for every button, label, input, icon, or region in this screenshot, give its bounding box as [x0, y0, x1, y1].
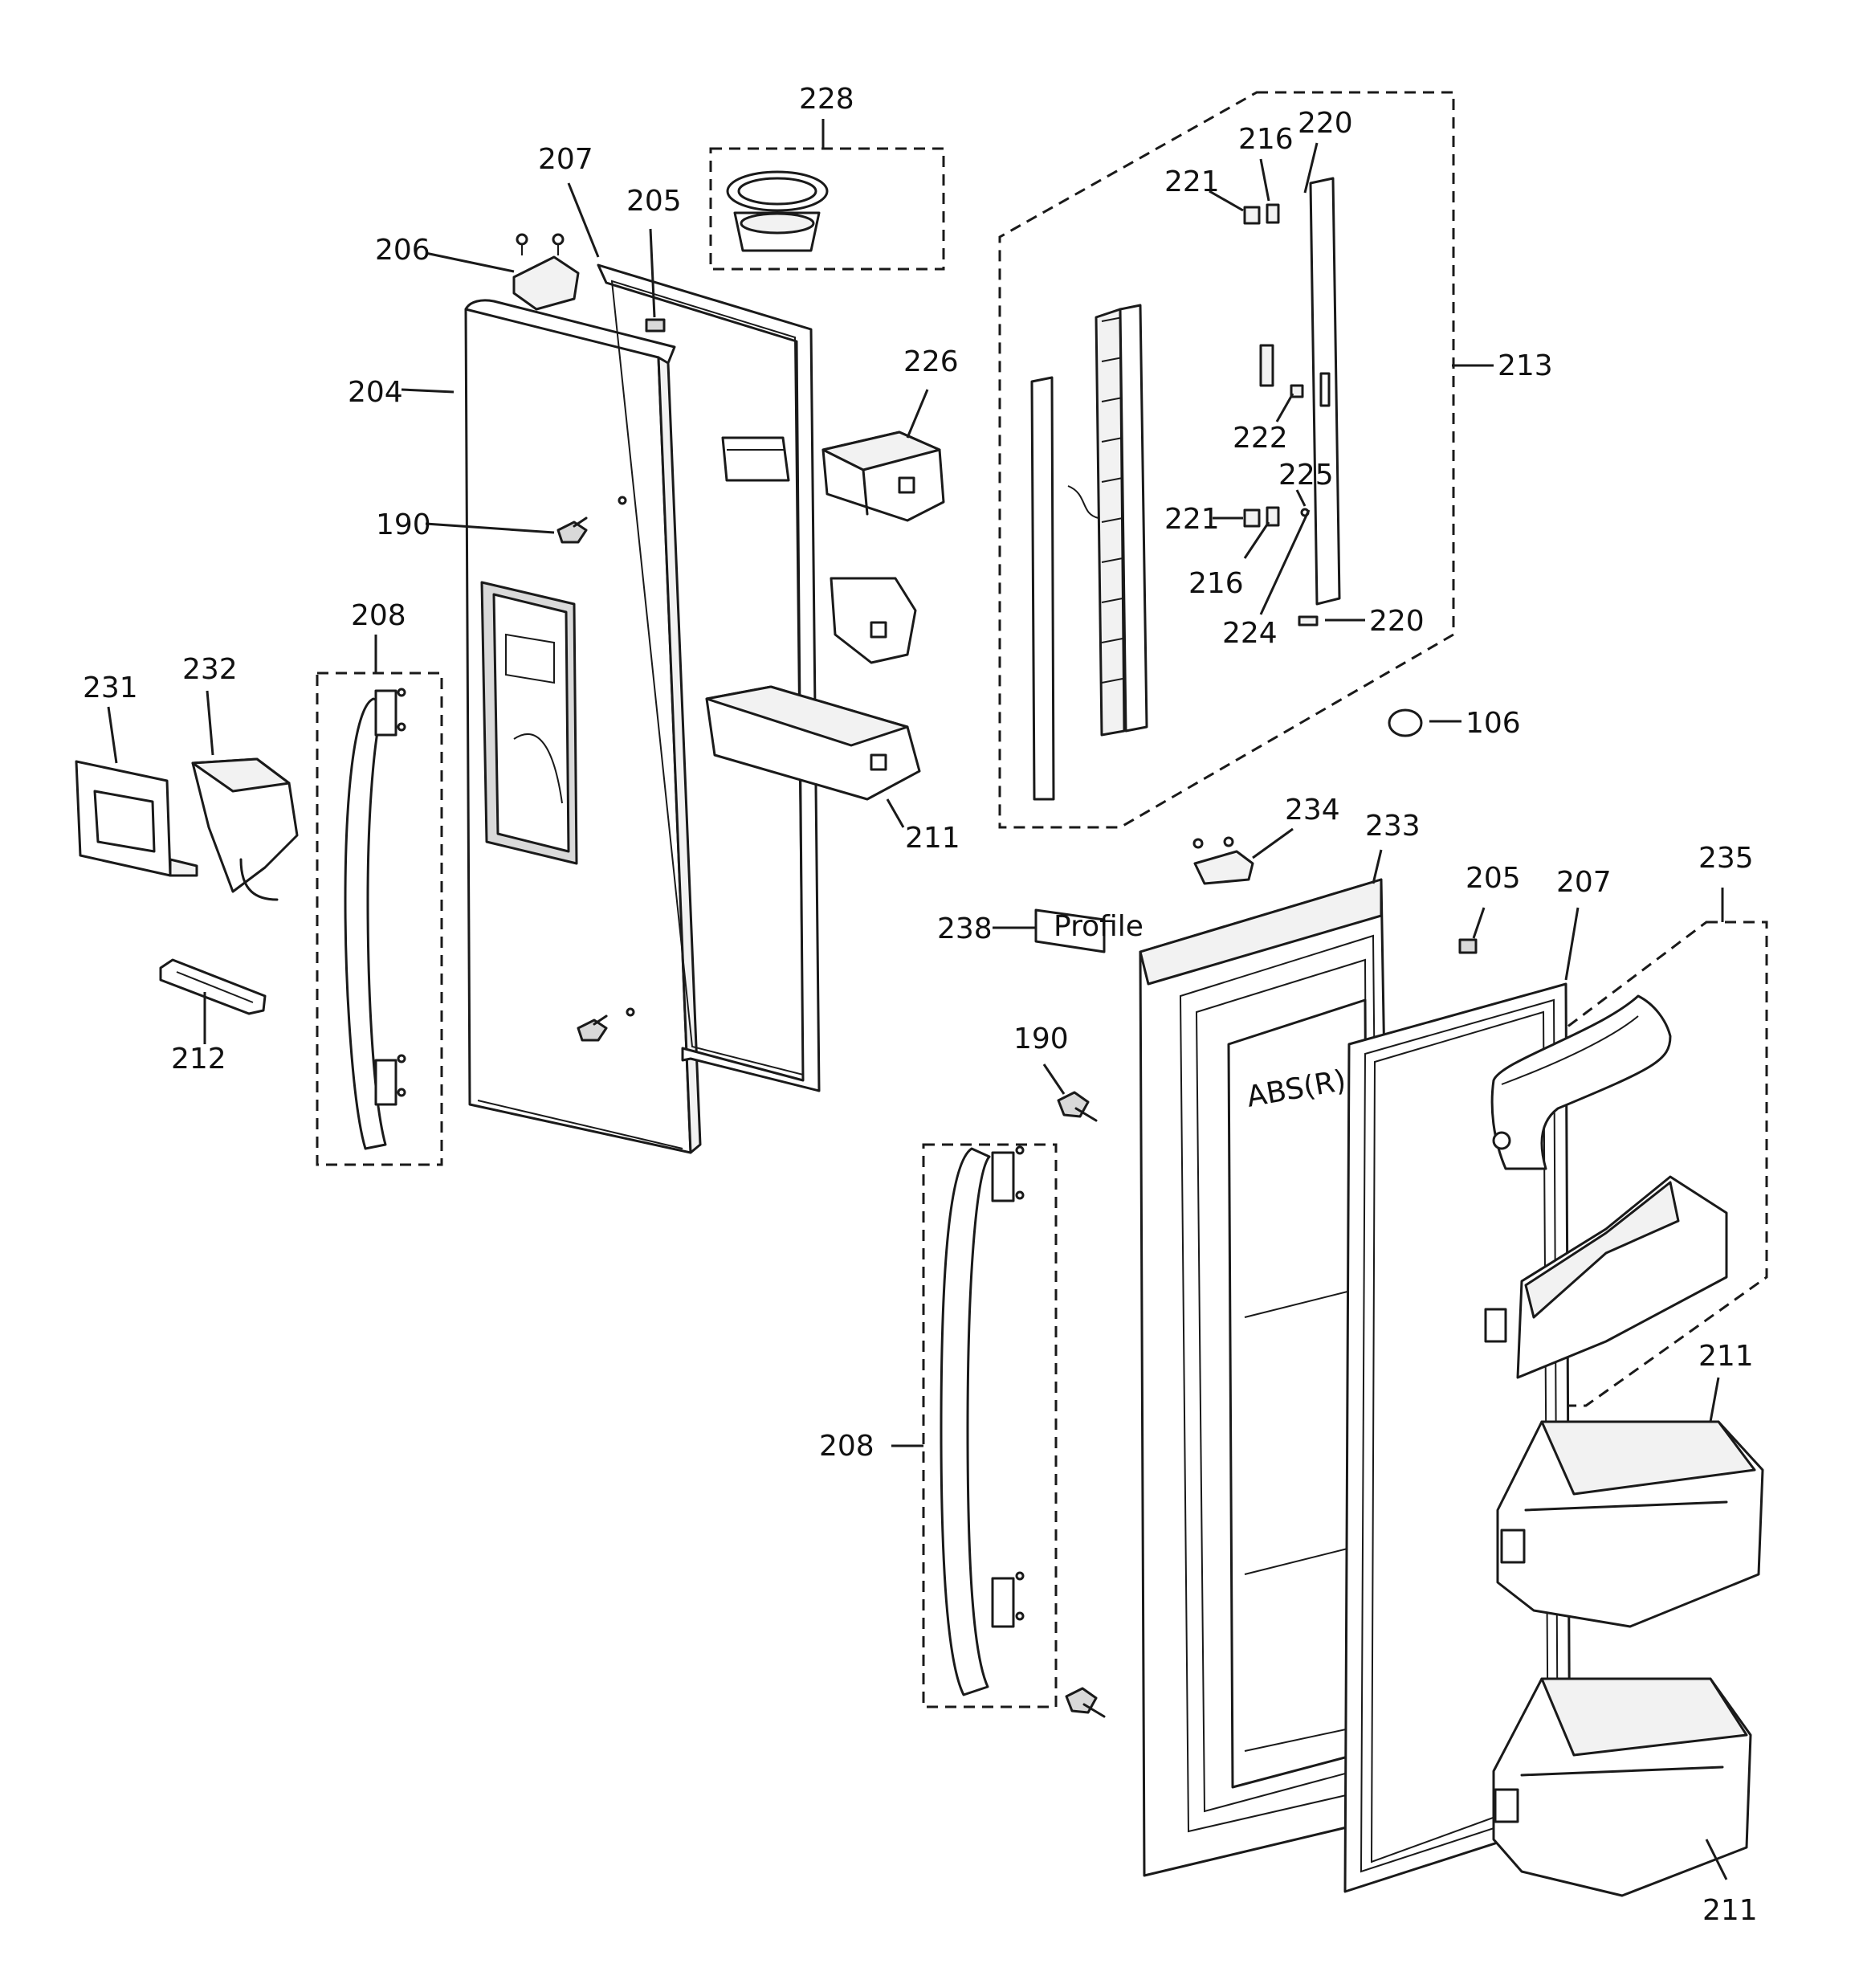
door-handle-208-left — [344, 688, 406, 1150]
hinge-cap-206 — [512, 233, 580, 311]
leader-lines — [107, 119, 1728, 1880]
dispenser-cover-231 — [75, 760, 198, 877]
callout-221-top: 221 — [1164, 165, 1220, 198]
callout-190-right: 190 — [1013, 1023, 1069, 1055]
screw-190-left — [556, 516, 588, 544]
callout-221-bottom: 221 — [1164, 503, 1220, 536]
callout-220-bottom: 220 — [1369, 605, 1425, 638]
callout-213: 213 — [1498, 349, 1553, 382]
door-shelf-226-small — [721, 436, 790, 482]
hinge-strip-213-heater — [1067, 308, 1126, 737]
callout-204: 204 — [348, 376, 403, 409]
callout-224: 224 — [1222, 617, 1278, 650]
door-bin-mid — [830, 577, 917, 664]
plug-106 — [1388, 708, 1423, 737]
callout-234: 234 — [1285, 794, 1340, 827]
callout-211-left: 211 — [905, 822, 960, 855]
callout-225: 225 — [1278, 459, 1334, 492]
callout-222: 222 — [1233, 422, 1288, 455]
group-208b-box — [922, 1143, 1058, 1708]
callout-216-top: 216 — [1238, 123, 1294, 156]
callout-211-right-upper: 211 — [1698, 1340, 1754, 1373]
group-208a-box — [316, 672, 443, 1166]
callout-208-right: 208 — [819, 1430, 874, 1463]
hinge-strip-213-left — [1030, 376, 1055, 801]
trim-strip-212 — [159, 958, 267, 1015]
callout-206: 206 — [375, 234, 430, 267]
hinge-strip-213-right — [1309, 177, 1341, 606]
hinge-parts-213 — [1243, 203, 1319, 627]
callout-235: 235 — [1698, 842, 1754, 875]
door-bin-235-top — [1490, 994, 1672, 1170]
door-bin-226 — [821, 431, 945, 522]
fresh-food-door-204 — [464, 299, 702, 1154]
callout-232: 232 — [182, 653, 238, 686]
callout-208-left: 208 — [351, 599, 406, 632]
callout-207-left: 207 — [538, 143, 593, 176]
part-205-right — [1458, 938, 1478, 954]
callout-211-right-lower: 211 — [1702, 1894, 1758, 1927]
callout-207-right: 207 — [1556, 866, 1612, 899]
door-bin-211-right-upper — [1496, 1420, 1764, 1628]
hinge-strip-213-center — [1119, 304, 1148, 733]
callout-220-top: 220 — [1298, 107, 1353, 140]
group-213-box — [998, 91, 1455, 829]
door-bin-211-left — [705, 685, 921, 801]
callout-228: 228 — [799, 83, 854, 116]
logo-badge-238: Profile — [1034, 908, 1143, 953]
screw-190-left-bottom — [577, 1014, 608, 1042]
callout-205-left: 205 — [626, 185, 682, 218]
group-228-box — [709, 147, 945, 271]
callout-190-left: 190 — [376, 508, 431, 541]
callout-212: 212 — [171, 1043, 226, 1076]
door-bin-211-right-lower — [1492, 1677, 1752, 1897]
callout-216-bottom: 216 — [1188, 567, 1244, 600]
freezer-door-233: ABS(R) — [1139, 878, 1399, 1877]
callout-231: 231 — [83, 672, 138, 704]
screw-190-right — [1057, 1091, 1098, 1122]
callout-233: 233 — [1365, 810, 1421, 843]
door-bin-235-bottom — [1484, 1175, 1728, 1379]
callout-238: 238 — [937, 912, 993, 945]
door-handle-208-right — [940, 1145, 1025, 1696]
part-205-left — [645, 318, 666, 333]
callout-106: 106 — [1466, 707, 1521, 740]
screw-190-right-bottom — [1065, 1687, 1106, 1718]
dispenser-module-232 — [191, 757, 299, 901]
cup-228 — [726, 170, 829, 252]
callout-226: 226 — [903, 345, 959, 378]
badge-text: Profile — [1054, 910, 1143, 943]
callout-205-right: 205 — [1466, 862, 1521, 895]
hinge-cap-234 — [1192, 836, 1254, 885]
